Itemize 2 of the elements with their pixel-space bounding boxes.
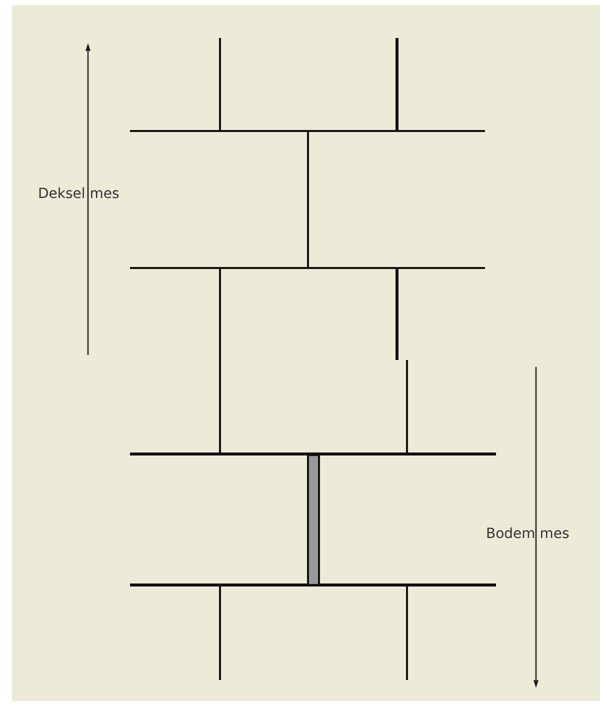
side-label: Bodem mes xyxy=(486,526,570,542)
side-label: Deksel mes xyxy=(38,186,120,202)
